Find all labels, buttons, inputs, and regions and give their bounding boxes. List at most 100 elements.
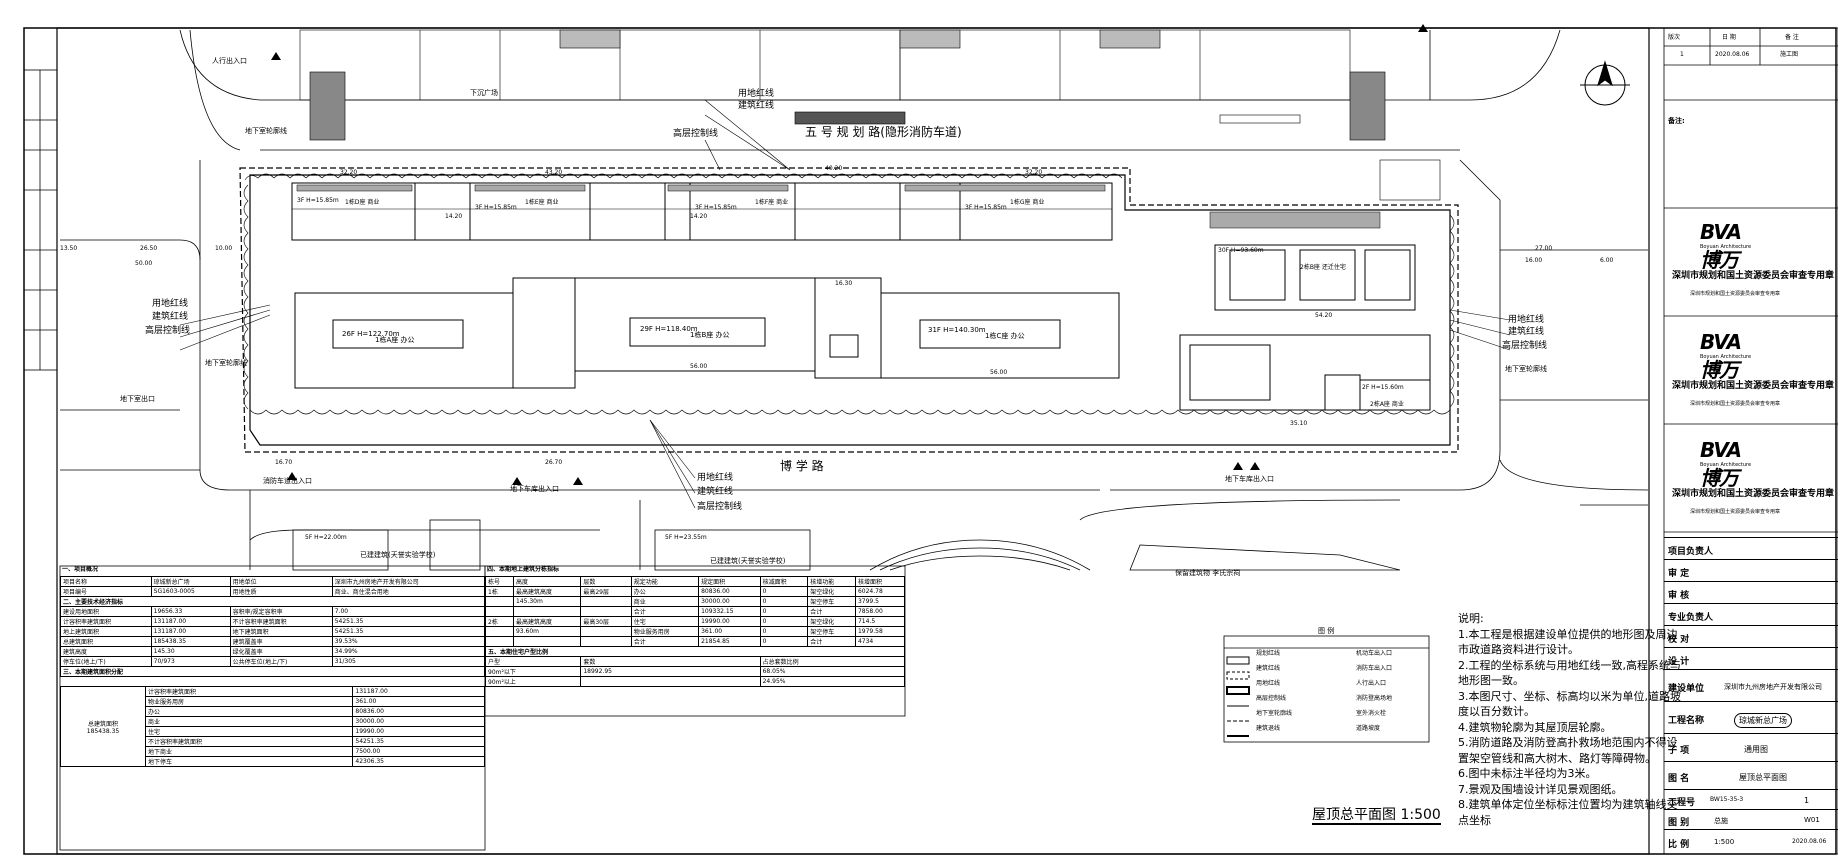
- bt-cell: [512, 636, 582, 647]
- tech-cell: 总建筑面积: [60, 636, 152, 647]
- dim-8: 16.30: [835, 280, 853, 287]
- building-2b-tag: 30F H=93.60m: [1218, 247, 1264, 254]
- land-red-line-label-bottom: 用地红线: [697, 473, 734, 483]
- rev-header-date: 日 期: [1722, 34, 1736, 41]
- dim-10: 56.00: [990, 369, 1008, 376]
- school-1-tag: 5F H=22.00m: [305, 534, 347, 541]
- tech-cell: 建设用地面积: [60, 606, 152, 617]
- note-item: 3.本图尺寸、坐标、标高均以米为单位,道路坡度以百分数计。: [1458, 689, 1681, 719]
- rev-header-no: 版次: [1668, 34, 1681, 41]
- bt-cell: 0: [759, 636, 809, 647]
- road-label-boxue: 博 学 路: [780, 459, 824, 473]
- school-2-tag: 5F H=23.55m: [665, 534, 707, 541]
- bt-header: 层数: [580, 576, 632, 587]
- building-2a-name: 2栋A座 商业: [1370, 401, 1404, 408]
- ratio-header: 套数: [580, 656, 761, 667]
- legend-swatch: [1226, 725, 1250, 744]
- company-logo-sub-2: Boyuan Architecture: [1700, 354, 1752, 360]
- legend-swatch: [1226, 665, 1250, 684]
- tb-drawing-name: 屋顶总平面图: [1739, 773, 1787, 782]
- bt-cell: 19990.00: [698, 616, 761, 627]
- tb-label: 项目负责人: [1668, 547, 1714, 557]
- bt-cell: 7858.00: [854, 606, 906, 617]
- bt-cell: 架空绿化: [807, 586, 856, 597]
- bt-cell: [580, 596, 632, 607]
- underground-exit-label: 地下室出口: [120, 395, 155, 403]
- building-e-tag: 3F H=15.85m: [475, 204, 517, 211]
- area-cell: 361.00: [352, 696, 485, 707]
- bt-cell: [580, 636, 632, 647]
- building-red-line-label-bottom: 建筑红线: [697, 487, 734, 497]
- dim-13: 50.00: [135, 260, 153, 267]
- tech-cell: 容积率/规定容积率: [229, 606, 333, 617]
- tb-project-no: BW15-35-3: [1710, 796, 1744, 803]
- company-logo-1: BVA博万: [1700, 220, 1742, 272]
- notes-title: 说明:: [1458, 612, 1484, 625]
- building-d-name: 1栋D座 商业: [345, 199, 380, 206]
- company-logo-sub-1: Boyuan Architecture: [1700, 244, 1752, 250]
- rev-remark: 施工图: [1780, 51, 1799, 58]
- tb-project: 琼城新总广场: [1734, 713, 1792, 728]
- company-logo-2: BVA博万: [1700, 330, 1742, 382]
- bt-header: 规定面积: [698, 576, 761, 587]
- tb-label: 专业负责人: [1668, 613, 1714, 623]
- bt-cell: 80836.00: [698, 586, 761, 597]
- ratio-cell: 24.95%: [759, 676, 906, 687]
- tb-scale: 1:500: [1714, 838, 1735, 846]
- area-cell: 计容积率建筑面积: [144, 686, 354, 697]
- stamp-sub-1: 深圳市规划和国土资源委员会审查专用章: [1690, 291, 1781, 297]
- stamp-1: 深圳市规划和国土资源委员会审查专用章: [1671, 271, 1834, 281]
- remark-label: 备注:: [1668, 117, 1685, 125]
- building-a-name: 1栋A座 办公: [375, 336, 415, 344]
- tech-cell: 地上建筑面积: [60, 626, 152, 637]
- area-cell: 19990.00: [352, 726, 485, 737]
- building-e-name: 1栋E座 商业: [525, 199, 559, 206]
- tech-cell: 145.30: [150, 646, 231, 657]
- legend-item: 地下室轮廓线: [1256, 710, 1293, 717]
- dim-14: 13.50: [60, 245, 78, 252]
- tb-label: 设 计: [1668, 657, 1690, 667]
- high-rise-label-bottom: 高层控制线: [697, 502, 743, 512]
- bt-cell: 0: [759, 616, 809, 627]
- rev-header-remark: 备 注: [1785, 34, 1799, 41]
- tb-label: 建设单位: [1668, 684, 1705, 694]
- legend-item: 道路坡度: [1356, 725, 1381, 732]
- tech-cell: 公共停车位(地上/下): [229, 656, 333, 667]
- building-red-line-label-top: 建筑红线: [738, 101, 775, 111]
- area-cell: 地下商业: [144, 746, 354, 757]
- bt-cell: 1979.58: [854, 626, 906, 637]
- legend-item: 建筑退线: [1256, 725, 1281, 732]
- dim-3: 40.20: [825, 165, 843, 172]
- legend-item: 室外消火栓: [1356, 710, 1387, 717]
- bt-cell: 714.5: [854, 616, 906, 627]
- tech-cell: 54251.35: [331, 626, 486, 637]
- fire-entrance-label: 消防车道出入口: [263, 477, 312, 485]
- bt-cell: 架空停车: [807, 626, 856, 637]
- area-cell: 131187.00: [352, 686, 485, 697]
- dim-9: 56.00: [690, 363, 708, 370]
- building-c-name: 1栋C座 办公: [985, 332, 1025, 340]
- building-a-tag: 26F H=122.70m: [342, 330, 400, 338]
- tb-label: 子 项: [1668, 746, 1690, 756]
- area-cell: 7500.00: [352, 746, 485, 757]
- tech-cell: 31/305: [331, 656, 486, 667]
- bt-cell: 93.60m: [512, 626, 582, 637]
- tb-row-check: 校 对: [1664, 625, 1838, 647]
- tech-cell: 项目编号: [60, 586, 152, 597]
- ratio-cell: 90m²以下: [484, 666, 582, 677]
- dim-6: 14.20: [690, 213, 708, 220]
- legend-swatch: [1226, 695, 1250, 714]
- high-rise-label-left: 高层控制线: [145, 326, 191, 336]
- area-cell: 不计容积率建筑面积: [144, 736, 354, 747]
- dim-5: 14.20: [445, 213, 463, 220]
- legend-item: 用地红线: [1256, 680, 1281, 687]
- notes: 说明: 1.本工程是根据建设单位提供的地形图及周边市政道路资料进行设计。 2.工…: [1458, 611, 1688, 828]
- legend-item: 高层控制线: [1256, 695, 1287, 702]
- bt-header: 核减面积: [759, 576, 809, 587]
- dim-17: 6.00: [1600, 257, 1614, 264]
- tech-cell: 琼城新总广场: [150, 576, 231, 587]
- ratio-cell: 68.05%: [759, 666, 906, 677]
- area-cell: 80836.00: [352, 706, 485, 717]
- bt-cell: 21854.85: [698, 636, 761, 647]
